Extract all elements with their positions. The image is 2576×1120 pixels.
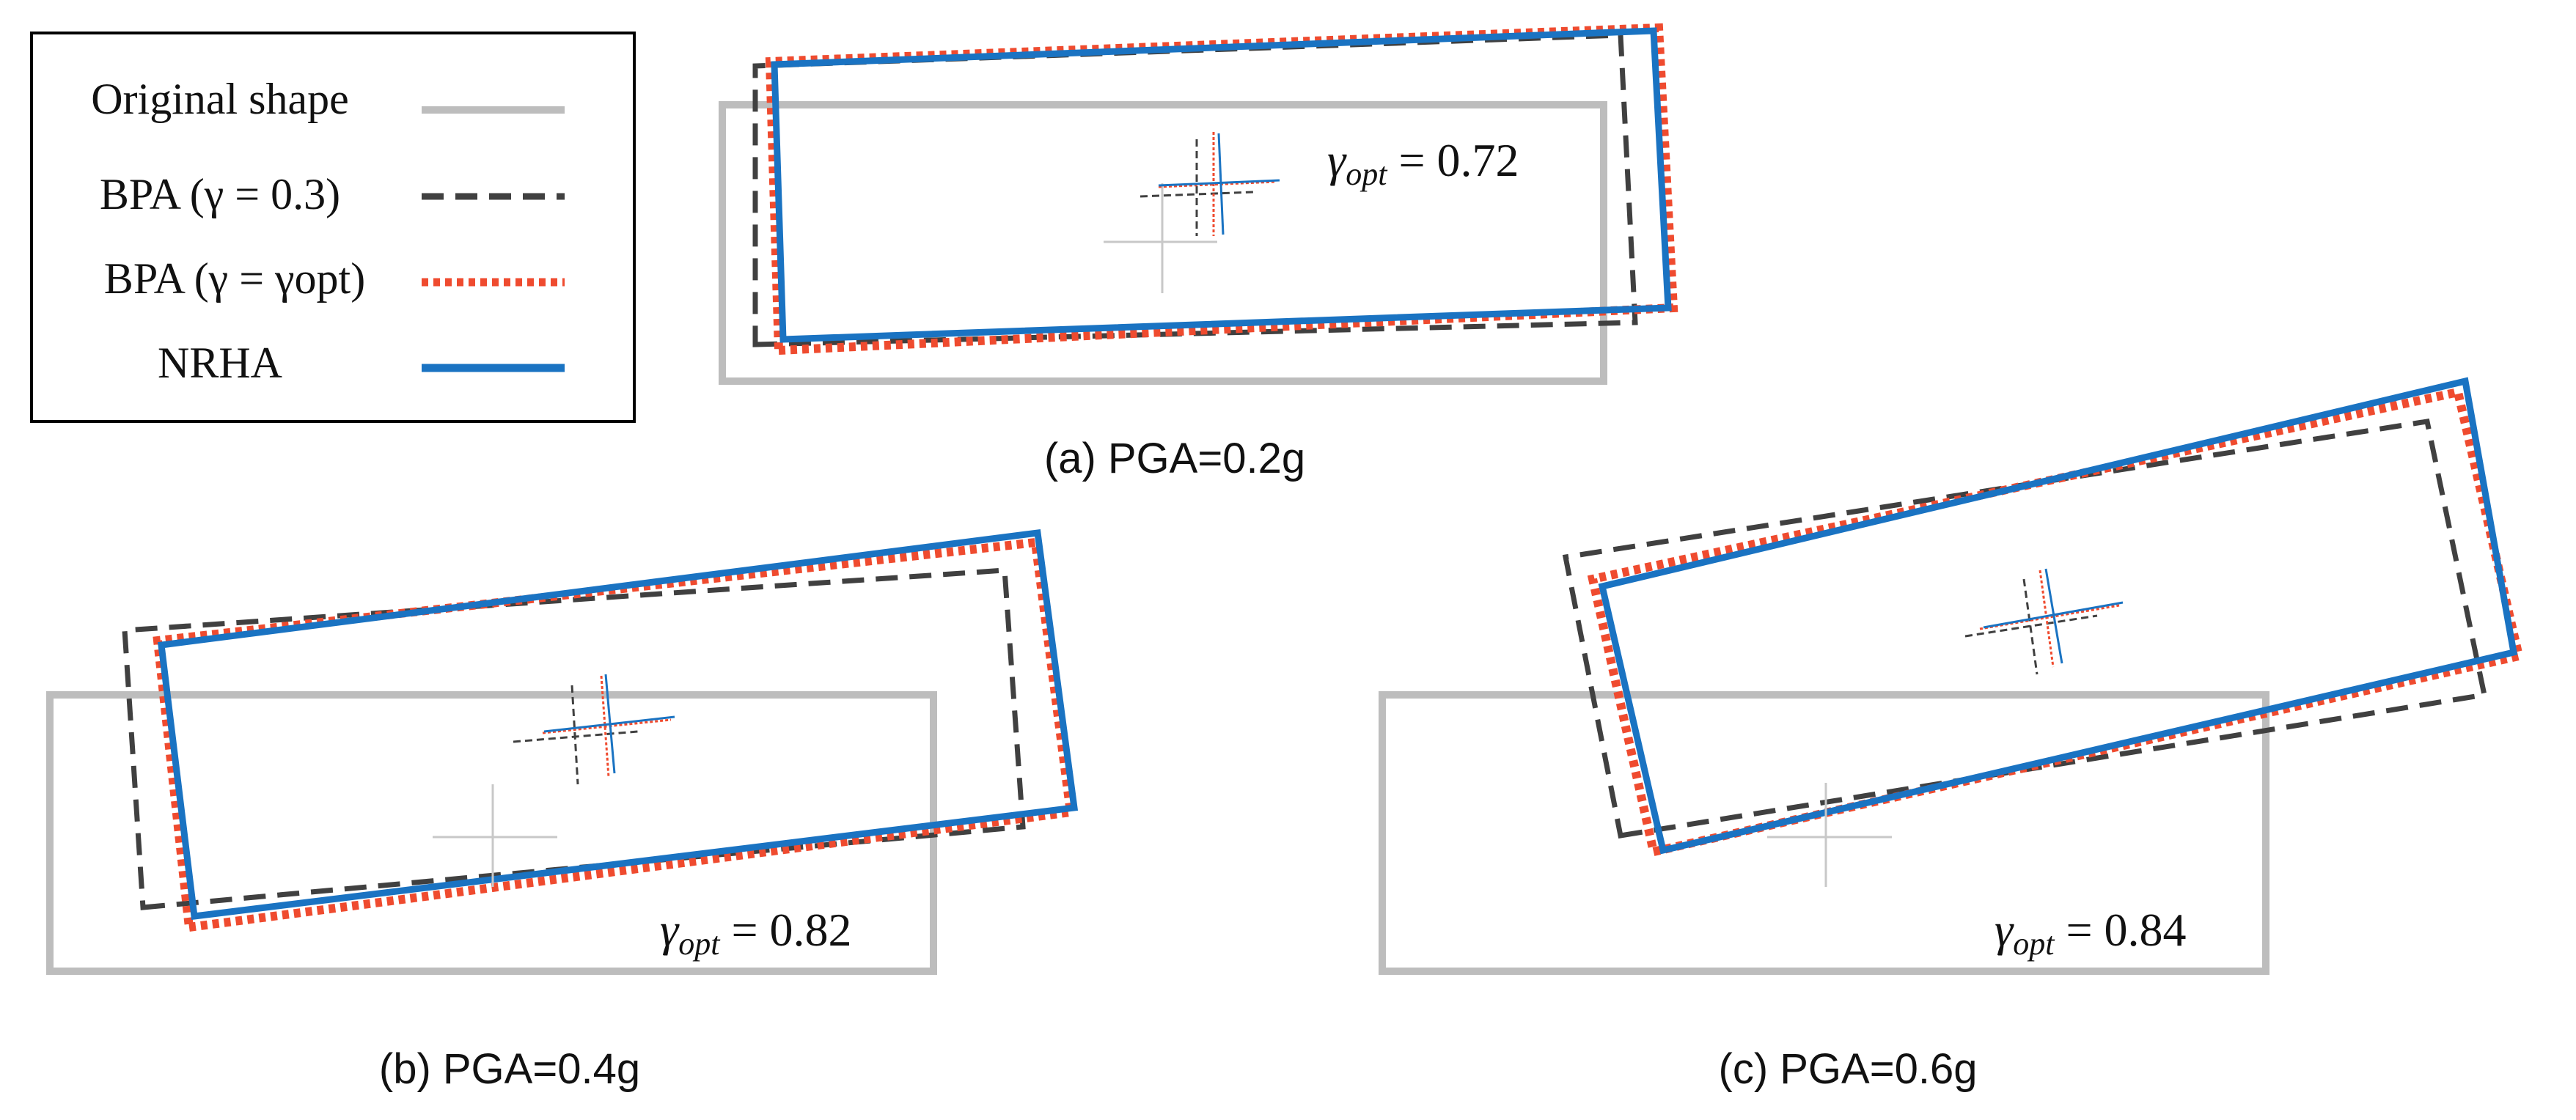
panel-c-nrha-shape — [1598, 377, 2518, 855]
panel-c-caption: (c) PGA=0.6g — [1719, 1045, 1978, 1093]
panel-c-original-shape — [1379, 691, 2269, 975]
panel-a-centroid-marks — [1104, 132, 1280, 293]
panel-b: γopt = 0.82 (b) PGA=0.4g — [46, 528, 1079, 1093]
panel-b-centroid-marks — [433, 674, 675, 887]
panel-b-bpaopt-shape — [153, 537, 1076, 932]
panel-a-bpaopt-shape — [765, 23, 1678, 355]
panel-c-gamma-label: γopt = 0.84 — [1995, 904, 2187, 962]
legend-label-bpaopt: BPA (γ = γopt) — [104, 254, 365, 303]
panel-a-bpa03-shape — [752, 32, 1638, 347]
panel-c: γopt = 0.84 (c) PGA=0.6g — [1379, 377, 2525, 1093]
panel-b-bpa03-shape — [122, 567, 1026, 910]
legend-label-original: Original shape — [91, 75, 349, 123]
panel-b-gamma-label: γopt = 0.82 — [660, 904, 852, 962]
panel-a-nrha-shape — [771, 27, 1672, 343]
panel-a: γopt = 0.72 (a) PGA=0.2g — [719, 23, 1678, 482]
legend-box — [30, 32, 636, 423]
panel-b-caption: (b) PGA=0.4g — [379, 1045, 640, 1093]
legend: Original shape BPA (γ = 0.3) BPA (γ = γo… — [30, 32, 636, 423]
legend-label-nrha: NRHA — [158, 339, 282, 387]
panel-c-bpa03-shape — [1562, 419, 2488, 839]
panel-a-caption: (a) PGA=0.2g — [1044, 435, 1305, 482]
panel-b-nrha-shape — [157, 528, 1079, 921]
panel-c-centroid-marks — [1767, 568, 2124, 887]
legend-label-bpa03: BPA (γ = 0.3) — [100, 170, 340, 218]
panel-a-gamma-label: γopt = 0.72 — [1327, 134, 1519, 192]
panel-a-original-shape — [719, 101, 1607, 385]
